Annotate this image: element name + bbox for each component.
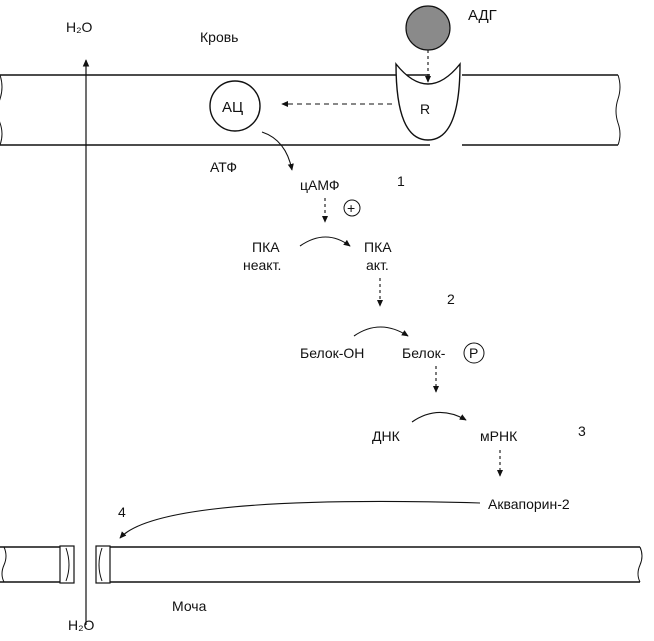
camp-label: цАМФ: [300, 177, 340, 193]
step-atp-to-camp: АТФ цАМФ 1 +: [210, 131, 405, 223]
step-pka-activation: ПКА неакт. ПКА акт. 2: [243, 236, 455, 307]
pka-inactive-state: неакт.: [243, 257, 281, 273]
adh-receptor: R: [395, 62, 461, 141]
step-4-number: 4: [118, 504, 126, 520]
plus-sign: +: [347, 200, 355, 216]
basolateral-membrane: [0, 74, 621, 146]
water-top-label: H₂O: [66, 19, 93, 35]
step-3-number: 3: [578, 423, 586, 439]
adh-label: АДГ: [468, 7, 497, 24]
step-2-number: 2: [447, 291, 455, 307]
protein-oh-label: Белок-ОН: [300, 345, 364, 361]
step-transcription: ДНК мРНК 3: [372, 411, 586, 477]
step-protein-phosphorylation: Белок-ОН Белок- P: [300, 326, 485, 393]
pka-active-state: акт.: [366, 257, 389, 273]
aquaporin-label: Аквапорин-2: [488, 496, 570, 512]
step-aquaporin-insertion: Аквапорин-2 4: [118, 496, 570, 539]
pka-inactive-label: ПКА: [252, 239, 280, 255]
apical-membrane: [0, 545, 643, 584]
atp-label: АТФ: [210, 159, 237, 175]
mrna-label: мРНК: [480, 428, 518, 444]
adh-hormone: АДГ: [405, 5, 497, 83]
step-1-number: 1: [397, 173, 405, 189]
ac-label: АЦ: [222, 99, 243, 116]
urine-label: Моча: [172, 598, 207, 614]
pka-active-label: ПКА: [364, 239, 392, 255]
blood-label: Кровь: [200, 29, 238, 45]
dna-label: ДНК: [372, 428, 401, 444]
water-bottom-label: H₂O: [68, 617, 95, 633]
protein-p-label: Белок-: [402, 345, 446, 361]
adenylate-cyclase: АЦ: [209, 80, 392, 132]
receptor-label: R: [420, 101, 430, 117]
phosphate-symbol: P: [469, 345, 478, 361]
